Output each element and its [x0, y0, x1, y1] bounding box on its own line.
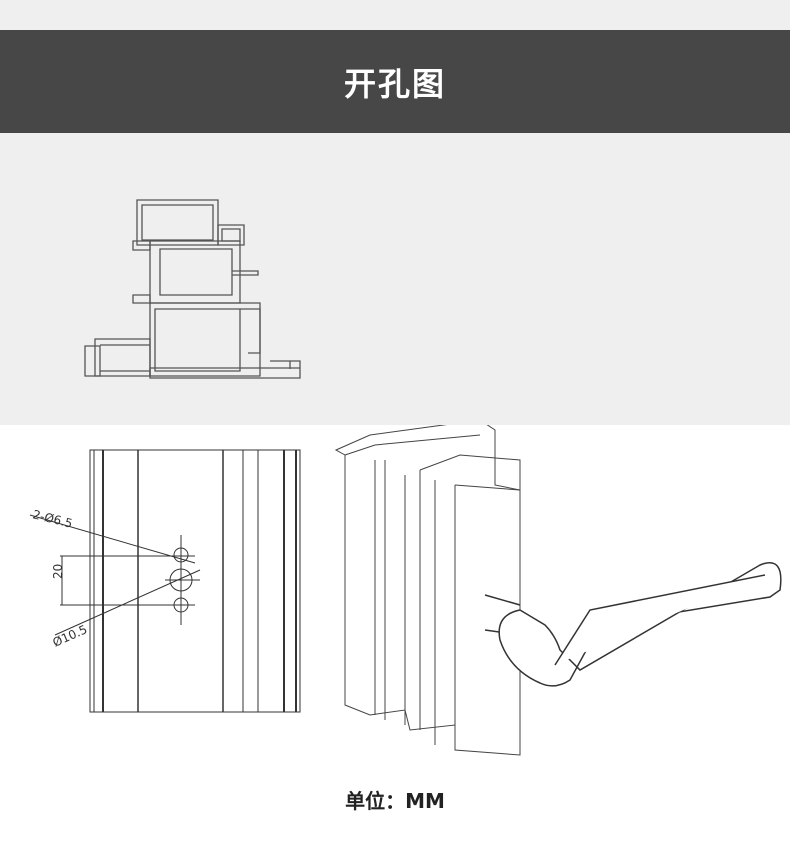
title-banner: 开孔图 — [0, 30, 790, 133]
holes — [29, 514, 201, 636]
front-view-profile — [89, 449, 301, 713]
page-title: 开孔图 — [343, 64, 446, 103]
dimension-small-holes: 2-Ø6.5 — [31, 507, 74, 530]
profile-cross-section-drawing — [84, 199, 301, 379]
dimension-spacing: 20 — [51, 564, 65, 579]
window-handle — [484, 562, 782, 687]
unit-label: 单位：MM — [345, 789, 445, 813]
top-strip — [0, 0, 790, 30]
profile-3d-view — [334, 425, 521, 756]
dimension-center-hole: Ø10.5 — [51, 622, 90, 650]
profile-section — [0, 133, 790, 425]
hole-drawing: 2-Ø6.5 20 Ø10.5 — [29, 425, 782, 756]
